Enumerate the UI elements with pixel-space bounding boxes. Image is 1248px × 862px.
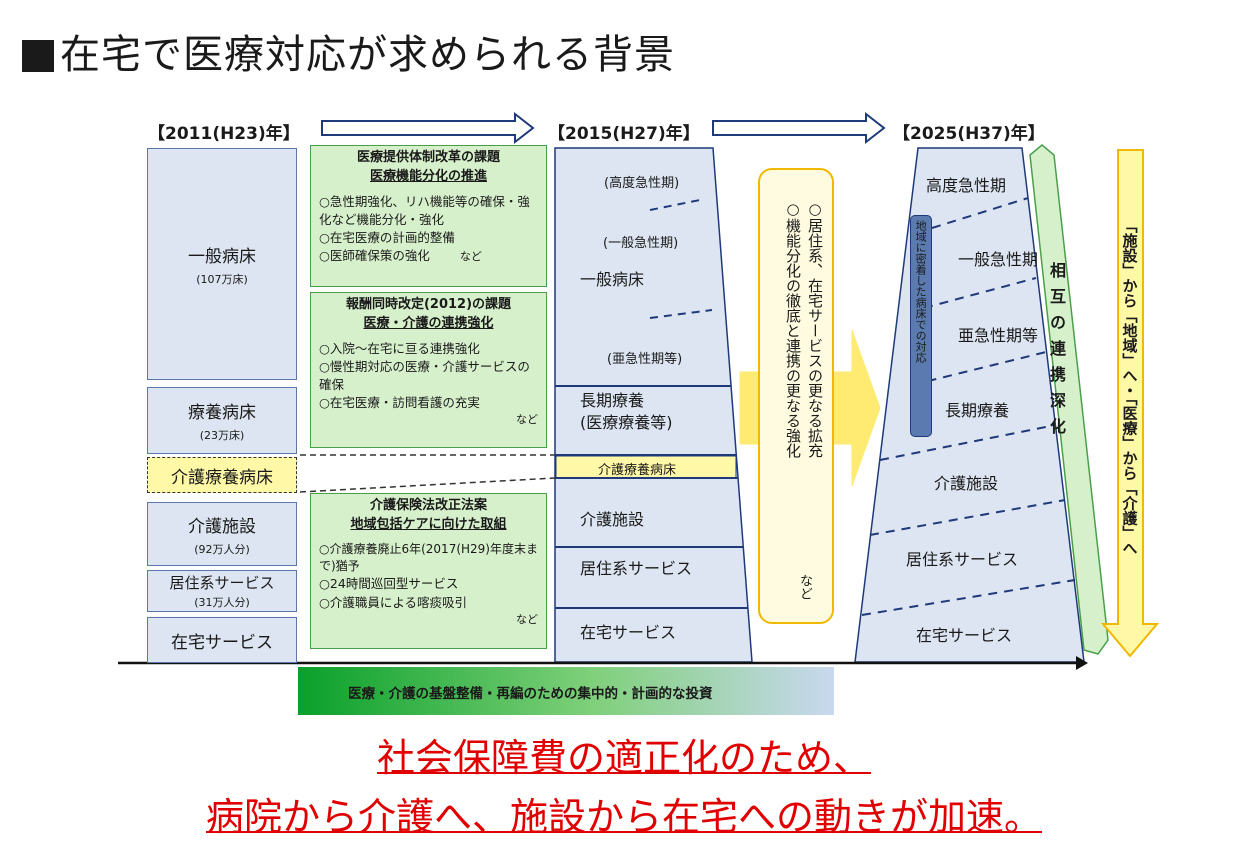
mutual-cooperation-label: 相互の連携深化	[1047, 262, 1066, 444]
right-label-general-acute: 一般急性期	[958, 250, 1039, 269]
right-label-kaigo-facility: 介護施設	[934, 474, 999, 493]
issue-item: ○介護職員による喀痰吸引	[319, 594, 468, 610]
mid-label-kaigo-ryoyo: 介護療養病床	[598, 463, 677, 478]
policy-line-1: ○居住系、在宅サービスの更なる拡充	[806, 200, 824, 458]
issue-item: ○在宅医療の計画的整備	[319, 229, 455, 245]
year-2011-label: 【2011(H23)年】	[148, 124, 300, 144]
left-box-general-bed: 一般病床 (107万床)	[147, 148, 297, 380]
policy-box: ○居住系、在宅サービスの更なる拡充 ○機能分化の徹底と連携の更なる強化 など	[758, 168, 834, 624]
left-box-residential-count: (31万人分)	[194, 596, 250, 609]
right-label-residential: 居住系サービス	[906, 550, 1019, 569]
issue-item: ○慢性期対応の医療・介護サービスの確保	[319, 358, 530, 392]
left-box-home-service: 在宅サービス	[147, 617, 297, 663]
right-label-high-acute: 高度急性期	[926, 176, 1007, 195]
issue-item: ○在宅医療・訪問看護の充実	[319, 395, 480, 411]
message-line-2: 病院から介護へ、施設から在宅への動きが加速。	[205, 795, 1042, 839]
shift-arrow-label: 「施設」から「地域」へ・「医療」から「介護」へ	[1120, 218, 1139, 556]
community-bed-label: 地域に密着した病床での対応	[914, 220, 928, 363]
issue-tail: など	[459, 250, 482, 264]
left-box-kaigo-facility: 介護施設 (92万人分)	[147, 502, 297, 566]
issue-item: ○介護療養廃止6年(2017(H29)年度末まで)猶予	[319, 541, 538, 574]
left-box-kaigo-facility-count: (92万人分)	[194, 542, 250, 556]
page-title: 在宅で医療対応が求められる背景	[22, 22, 675, 80]
investment-bar-bg	[298, 667, 834, 715]
timeline-arrow-2	[712, 111, 886, 145]
left-box-kaigo-facility-label: 介護施設	[188, 516, 256, 537]
left-box-residential-label: 居住系サービス	[169, 574, 275, 592]
left-box-ryoyo-bed-label: 療養病床	[188, 403, 256, 423]
issue-box-subheading: 医療・介護の連携強化	[363, 315, 494, 331]
message-line-1: 社会保障費の適正化のため、	[376, 736, 871, 780]
left-box-ryoyo-bed: 療養病床 (23万床)	[147, 387, 297, 454]
issue-item: ○24時間巡回型サービス	[319, 576, 459, 592]
mid-label-home-service: 在宅サービス	[580, 623, 677, 642]
mid-label-general-bed: 一般病床	[580, 270, 645, 289]
shift-down-arrow	[1100, 149, 1160, 658]
right-label-home-service: 在宅サービス	[916, 626, 1013, 645]
right-label-subacute: 亜急性期等	[958, 326, 1039, 345]
community-bed-box: 地域に密着した病床での対応	[910, 215, 932, 437]
left-box-general-bed-label: 一般病床	[188, 246, 256, 267]
issue-box-subheading: 地域包括ケアに向けた取組	[350, 516, 507, 532]
issue-box-medical-reform: 医療提供体制改革の課題 医療機能分化の推進 ○急性期強化、リハ機能等の確保・強化…	[310, 145, 547, 287]
title-text: 在宅で医療対応が求められる背景	[60, 32, 675, 78]
issue-item: ○医師確保策の強化	[319, 248, 430, 264]
issue-item: ○急性期強化、リハ機能等の確保・強化など機能分化・強化	[319, 193, 530, 227]
year-2025-label: 【2025(H37)年】	[893, 124, 1045, 144]
timeline-arrow-1	[321, 111, 535, 145]
policy-tail: など	[797, 574, 812, 600]
issue-tail: など	[516, 413, 538, 427]
mid-label-long-term: 長期療養 (医療療養等)	[580, 391, 673, 432]
square-bullet-icon	[22, 40, 54, 72]
issue-box-subheading: 医療機能分化の推進	[369, 168, 487, 184]
issue-item: ○入院～在宅に亘る連携強化	[319, 340, 480, 356]
issue-box-heading: 報酬同時改定(2012)の課題	[345, 297, 512, 312]
left-box-home-service-label: 在宅サービス	[171, 632, 273, 653]
issue-box-kaigo-law-revision: 介護保険法改正法案 地域包括ケアに向けた取組 ○介護療養廃止6年(2017(H2…	[310, 493, 547, 649]
issue-box-heading: 医療提供体制改革の課題	[356, 150, 500, 165]
mid-label-kaigo-facility: 介護施設	[580, 510, 645, 529]
left-box-ryoyo-bed-count: (23万床)	[199, 429, 245, 442]
mid-label-subacute: (亜急性期等)	[607, 352, 683, 367]
year-2015-label: 【2015(H27)年】	[548, 124, 700, 144]
left-box-kaigo-ryoyo-label: 介護療養病床	[171, 467, 273, 488]
mid-label-high-acute: (高度急性期)	[604, 176, 680, 191]
issue-tail: など	[516, 612, 538, 626]
policy-line-2: ○機能分化の徹底と連携の更なる強化	[784, 200, 802, 458]
left-box-general-bed-count: (107万床)	[196, 272, 248, 286]
right-label-long-term: 長期療養	[945, 401, 1010, 420]
mid-label-residential: 居住系サービス	[580, 559, 693, 578]
investment-bar-label: 医療・介護の基盤整備・再編のための集中的・計画的な投資	[348, 686, 713, 702]
issue-box-remuneration-revision: 報酬同時改定(2012)の課題 医療・介護の連携強化 ○入院～在宅に亘る連携強化…	[310, 292, 547, 448]
mid-label-general-acute: (一般急性期)	[603, 236, 679, 251]
mutual-cooperation-band	[1029, 144, 1109, 655]
issue-box-heading: 介護保険法改正法案	[369, 498, 487, 513]
left-box-residential: 居住系サービス (31万人分)	[147, 570, 297, 612]
left-box-kaigo-ryoyo: 介護療養病床	[147, 457, 297, 493]
